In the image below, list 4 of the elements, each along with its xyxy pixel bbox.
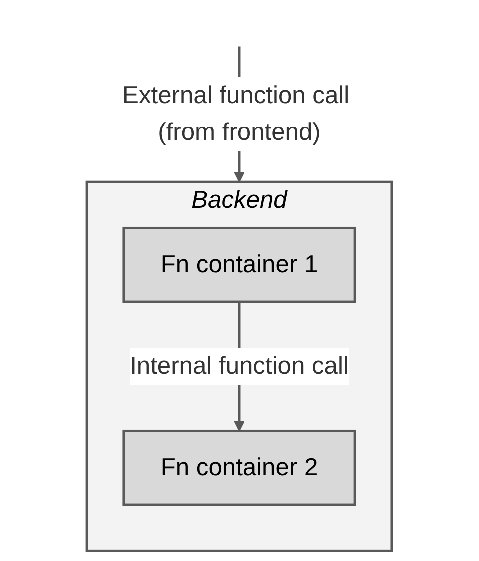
node-box: Fn container 2 — [122, 430, 356, 506]
edge-label: Internal function call — [130, 353, 349, 380]
edge-label: External function call (from frontend) — [122, 82, 350, 146]
node-box: Fn container 1 — [122, 226, 356, 304]
